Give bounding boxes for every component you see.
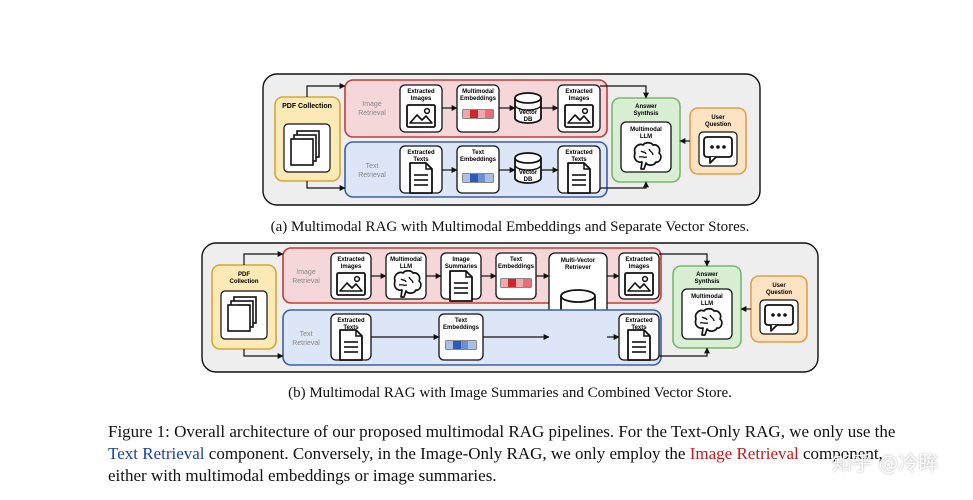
- svg-text:Retriever: Retriever: [565, 265, 592, 271]
- diagram-a: PDF Collection Image Retrieval Extracted…: [262, 73, 761, 206]
- svg-text:Retrieval: Retrieval: [292, 340, 320, 347]
- svg-text:Extracted: Extracted: [625, 257, 653, 263]
- svg-text:Multimodal: Multimodal: [630, 127, 662, 133]
- figure-caption-line3: either with multimodal embeddings or ima…: [108, 466, 497, 485]
- svg-text:Extracted: Extracted: [337, 257, 365, 263]
- svg-text:Collection: Collection: [229, 279, 258, 285]
- svg-text:Multi-Vector: Multi-Vector: [561, 258, 596, 264]
- svg-text:Question: Question: [766, 290, 792, 296]
- svg-text:Embeddings: Embeddings: [460, 157, 497, 163]
- pdf-stack-icon-b: [227, 296, 257, 332]
- svg-text:Vector: Vector: [519, 170, 538, 176]
- svg-text:User: User: [711, 115, 725, 121]
- svg-text:Images: Images: [629, 264, 650, 270]
- caption-b: (b) Multimodal RAG with Image Summaries …: [288, 385, 732, 401]
- caption-a: (a) Multimodal RAG with Multimodal Embed…: [270, 219, 750, 235]
- pdf-collection-label-a: PDF Collection: [282, 103, 332, 110]
- svg-text:Embeddings: Embeddings: [498, 264, 535, 270]
- flow-arrows-a: [306, 83, 690, 191]
- svg-text:Retrieval: Retrieval: [358, 172, 386, 179]
- svg-text:Extracted: Extracted: [407, 150, 435, 156]
- svg-text:Images: Images: [569, 96, 590, 102]
- document-icon: [409, 162, 433, 194]
- svg-text:Synthsis: Synthsis: [694, 279, 720, 285]
- svg-text:Text: Text: [300, 331, 313, 338]
- svg-text:Image: Image: [452, 257, 470, 263]
- svg-text:LLM: LLM: [640, 134, 652, 140]
- svg-text:Multimodal: Multimodal: [691, 294, 723, 300]
- svg-text:Text: Text: [455, 318, 467, 324]
- svg-text:Image: Image: [296, 269, 316, 276]
- flow-arrows-b: [243, 251, 751, 359]
- svg-text:Extracted: Extracted: [565, 89, 593, 95]
- watermark: 知乎 @冷眸: [832, 451, 939, 475]
- image-retrieval-label-a: Image: [362, 101, 382, 108]
- svg-text:Extracted: Extracted: [625, 318, 653, 324]
- svg-text:Question: Question: [705, 122, 731, 128]
- svg-text:Text: Text: [472, 150, 484, 156]
- embedding-vector-blue: [462, 173, 494, 183]
- svg-text:Embeddings: Embeddings: [443, 325, 480, 331]
- svg-text:Synthsis: Synthsis: [633, 111, 659, 117]
- svg-text:Texts: Texts: [571, 157, 587, 163]
- figure-caption: Figure 1: Overall architecture of our pr…: [108, 421, 958, 487]
- svg-text:Extracted: Extracted: [337, 318, 365, 324]
- svg-text:Embeddings: Embeddings: [460, 96, 497, 102]
- svg-text:Summaries: Summaries: [445, 264, 478, 270]
- svg-text:User: User: [772, 283, 786, 289]
- text-retrieval-label-a: Text: [366, 163, 379, 170]
- text-retrieval-ref: Text Retrieval: [108, 444, 205, 463]
- figure-caption-line1: Figure 1: Overall architecture of our pr…: [108, 422, 896, 441]
- svg-text:Multimodal: Multimodal: [390, 257, 422, 263]
- svg-text:Answer: Answer: [696, 272, 718, 278]
- svg-text:Extracted: Extracted: [407, 89, 435, 95]
- svg-text:Answer: Answer: [635, 104, 657, 110]
- embedding-vector-red: [462, 109, 494, 119]
- svg-text:LLM: LLM: [400, 264, 412, 270]
- svg-text:Texts: Texts: [343, 325, 359, 331]
- svg-text:Images: Images: [341, 264, 362, 270]
- diagram-b: PDF Collection Image Retrieval Extracted…: [201, 242, 819, 373]
- svg-text:DB: DB: [524, 177, 533, 183]
- image-icon: [406, 104, 436, 128]
- image-retrieval-ref: Image Retrieval: [689, 444, 799, 463]
- svg-text:Retrieval: Retrieval: [358, 110, 386, 117]
- svg-text:Multimodal: Multimodal: [462, 89, 494, 95]
- svg-text:LLM: LLM: [701, 301, 713, 307]
- pdf-stack-icon-a: [290, 130, 320, 166]
- svg-text:Texts: Texts: [413, 157, 429, 163]
- svg-text:Text: Text: [510, 257, 522, 263]
- svg-text:Images: Images: [411, 96, 432, 102]
- svg-text:Retrieval: Retrieval: [292, 278, 320, 285]
- svg-text:PDF: PDF: [238, 272, 250, 278]
- svg-text:DB: DB: [524, 117, 533, 123]
- figure-caption-line2: Text Retrieval component. Conversely, in…: [108, 444, 883, 463]
- svg-text:Texts: Texts: [631, 325, 647, 331]
- svg-text:Extracted: Extracted: [565, 150, 593, 156]
- svg-text:Vector: Vector: [519, 110, 538, 116]
